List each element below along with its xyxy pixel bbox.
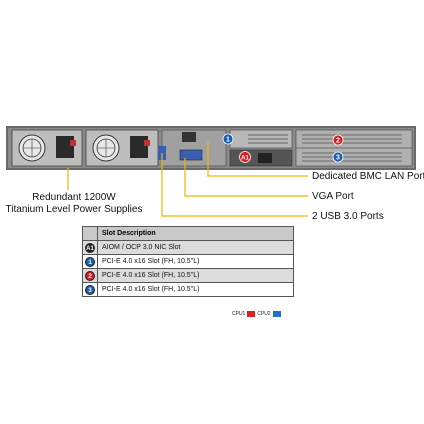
usb-callout-label: 2 USB 3.0 Ports <box>312 211 384 222</box>
table-header-icon <box>82 226 98 241</box>
table-cell: PCI-E 4.0 x16 Slot (FH, 10.5"L) <box>97 282 294 297</box>
server-rear-panel: 1 A1 2 3 <box>6 126 416 170</box>
slot3-badge-icon: 3 <box>85 284 95 295</box>
table-row: 3 PCI-E 4.0 x16 Slot (FH, 10.5"L) <box>82 282 294 297</box>
table-row: A1 AIOM / OCP 3.0 NIC Slot <box>82 240 294 255</box>
svg-text:1: 1 <box>226 137 230 144</box>
table-cell: PCI-E 4.0 x16 Slot (FH, 10.5"L) <box>97 254 294 269</box>
slot2-badge-icon: 2 <box>85 270 95 281</box>
chassis-badge-aiom: A1 <box>239 151 251 163</box>
usb-ports <box>158 146 166 160</box>
table-cell: AIOM / OCP 3.0 NIC Slot <box>97 240 294 255</box>
slot1-badge-icon: 1 <box>85 256 95 267</box>
psu-callout-line1: Redundant 1200W <box>32 192 116 203</box>
table-row: 2 PCI-E 4.0 x16 Slot (FH, 10.5"L) <box>82 268 294 283</box>
power-supply-1 <box>11 129 83 167</box>
table-row: 1 PCI-E 4.0 x16 Slot (FH, 10.5"L) <box>82 254 294 269</box>
svg-text:3: 3 <box>336 155 340 162</box>
cpu2-legend-label: CPU2 <box>257 311 271 317</box>
bmc-callout-label: Dedicated BMC LAN Port <box>312 171 424 182</box>
psu-callout-label: Redundant 1200W Titanium Level Power Sup… <box>4 192 144 216</box>
aiom-badge-icon: A1 <box>85 242 95 253</box>
cpu-legend: CPU1 CPU2 <box>232 311 281 317</box>
chassis-badge-slot3: 3 <box>332 151 344 163</box>
cpu1-legend-swatch <box>247 311 256 317</box>
svg-text:2: 2 <box>336 138 340 145</box>
table-header: Slot Description <box>97 226 294 241</box>
slot-description-table: Slot Description A1 AIOM / OCP 3.0 NIC S… <box>82 226 294 297</box>
bmc-lan-port <box>182 132 196 142</box>
psu-callout-line2: Titanium Level Power Supplies <box>5 204 143 215</box>
vga-callout-label: VGA Port <box>312 191 354 202</box>
cpu2-legend-swatch <box>272 311 281 317</box>
chassis-badge-slot2: 2 <box>332 134 344 146</box>
vga-port <box>179 149 203 161</box>
cpu1-legend-label: CPU1 <box>232 311 246 317</box>
svg-text:A1: A1 <box>241 156 249 162</box>
table-cell: PCI-E 4.0 x16 Slot (FH, 10.5"L) <box>97 268 294 283</box>
chassis-badge-slot1: 1 <box>222 133 234 145</box>
power-supply-2 <box>85 129 159 167</box>
